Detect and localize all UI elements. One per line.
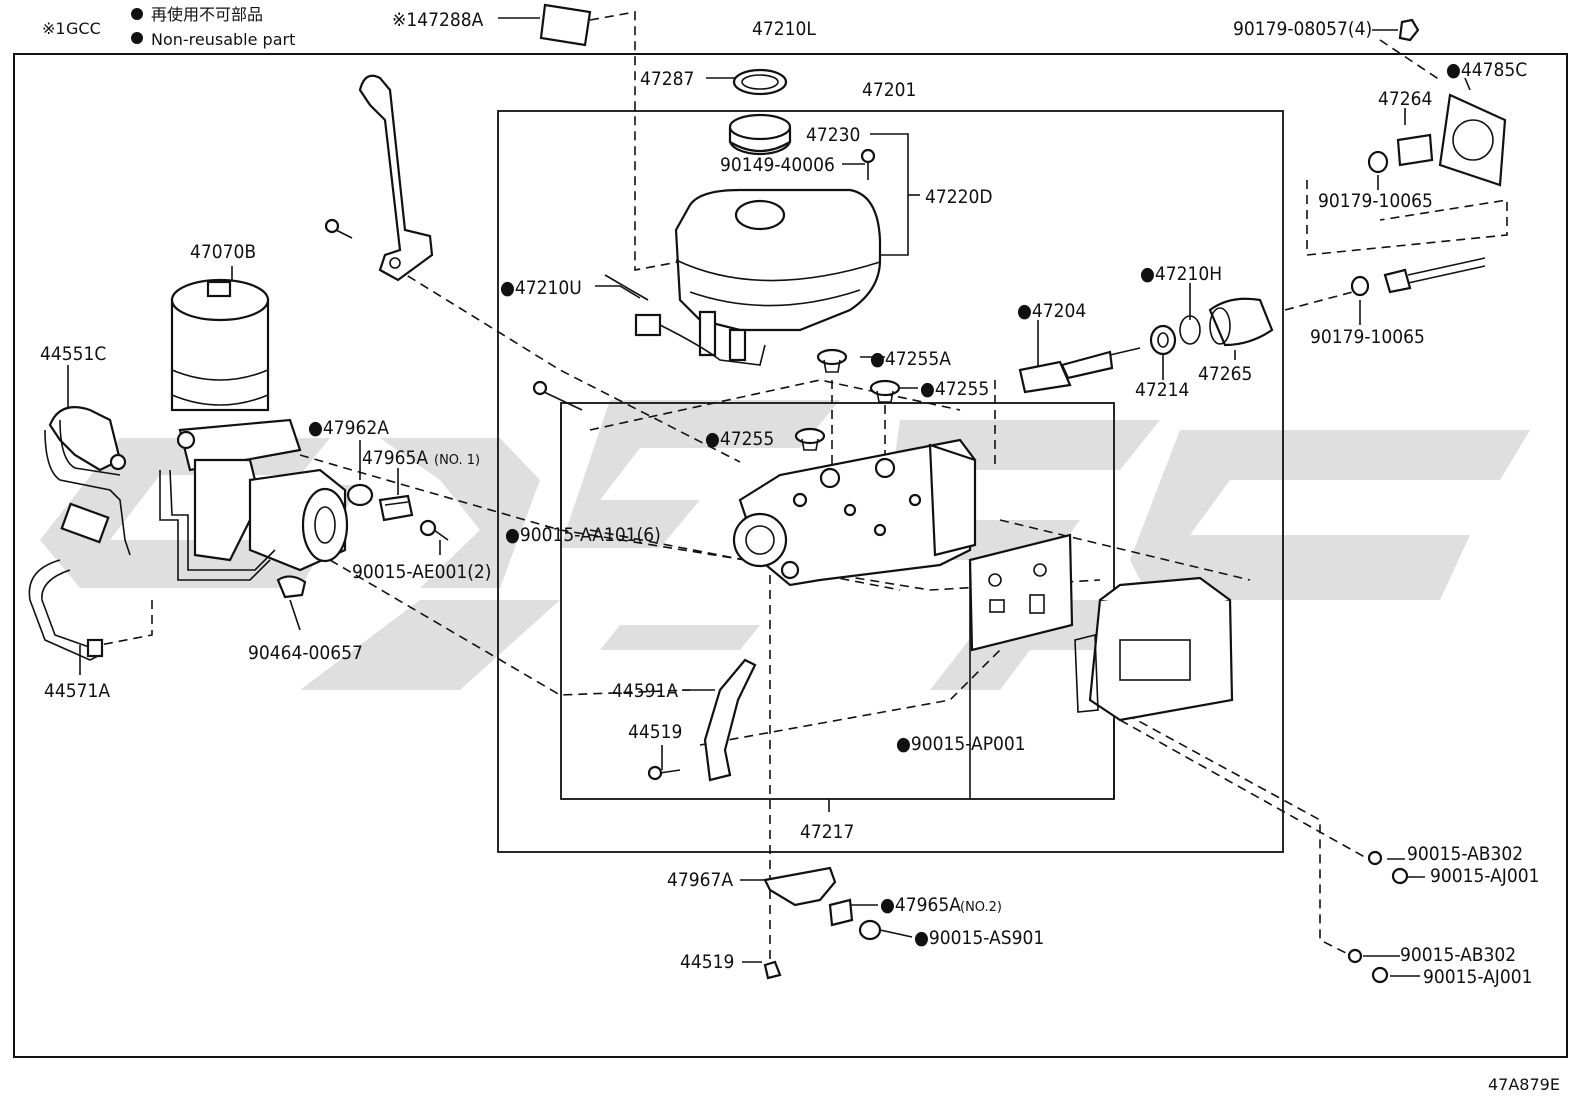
label-47210l: 47210L xyxy=(752,18,816,40)
part-gasket-plate xyxy=(968,533,1074,652)
label-90015-ab302-lower: 90015-AB302 xyxy=(1400,944,1516,966)
part-44551c-pipe xyxy=(44,406,131,556)
part-47214-seal xyxy=(1149,324,1177,356)
label-47201: 47201 xyxy=(862,79,916,101)
label-47965a-no2-sub: (NO.2) xyxy=(960,900,1002,915)
part-90015-ae001-bolt xyxy=(419,519,449,541)
label-47965a-no1: 47965A xyxy=(362,447,428,469)
part-47965a-no1-connector xyxy=(378,494,414,522)
part-44519-bolt-1 xyxy=(647,765,681,781)
legend: ※1 GCC 再使用不可部品 Non-reusable part xyxy=(42,5,295,49)
label-90464-00657: 90464-00657 xyxy=(248,642,363,664)
part-47070b-accumulator xyxy=(170,278,302,472)
label-90179-10065-top: 90179-10065 xyxy=(1318,190,1433,212)
label-90015-ab302-upper: 90015-AB302 xyxy=(1407,843,1523,865)
figure-code: 47A879E xyxy=(1488,1075,1560,1094)
label-47288a: ※147288A xyxy=(392,9,484,31)
label-90015-aj001-upper: 90015-AJ001 xyxy=(1430,865,1539,887)
part-47230-reservoir-cap xyxy=(728,113,792,156)
label-47204: ●47204 xyxy=(1017,300,1086,322)
part-push-rod xyxy=(1350,257,1486,297)
part-90015-as901-ring xyxy=(858,919,882,941)
label-47210h: ●47210H xyxy=(1140,263,1222,285)
label-47255a: ●47255A xyxy=(870,348,951,370)
label-44551c: 44551C xyxy=(40,343,106,365)
label-44519-lower: 44519 xyxy=(680,951,734,973)
label-90015-as901: ●90015-AS901 xyxy=(914,927,1044,949)
label-47214: 47214 xyxy=(1135,379,1189,401)
label-47265: 47265 xyxy=(1198,363,1252,385)
non-reusable-dot-icon xyxy=(131,32,143,44)
part-47210h-ring xyxy=(1179,315,1201,345)
dashed-guide-lines xyxy=(99,11,1508,960)
part-44519-bolt-2 xyxy=(763,960,782,980)
legend-note-mark: ※1 xyxy=(42,19,66,38)
label-90015-ae001: 90015-AE001(2) xyxy=(352,561,491,583)
part-47265-boot xyxy=(1208,297,1274,347)
part-90149-screw xyxy=(860,148,876,180)
label-47965a-no2: ●47965A xyxy=(880,894,961,916)
label-47287: 47287 xyxy=(640,68,694,90)
part-labels: ※147288A 47210L 90179-08057(4) ●44785C 4… xyxy=(40,9,1539,988)
part-44785c-gasket xyxy=(1438,93,1507,187)
part-47220d-reservoir xyxy=(674,188,882,362)
label-44519-upper: 44519 xyxy=(628,721,682,743)
part-47288a-label-plate xyxy=(539,3,592,47)
diagram-frame xyxy=(13,53,1568,1058)
label-90149-40006: 90149-40006 xyxy=(720,154,835,176)
part-47962a-ring xyxy=(346,483,374,507)
label-44785c: ●44785C xyxy=(1446,59,1527,81)
part-90179-08057-nut xyxy=(1398,18,1420,42)
part-47204-piston xyxy=(1018,347,1141,394)
part-90179-10065-nut-top xyxy=(1367,150,1389,174)
label-47967a: 47967A xyxy=(667,869,733,891)
label-47255-upper: ●47255 xyxy=(920,378,989,400)
label-47255-lower: ●47255 xyxy=(705,428,774,450)
legend-note-text: GCC xyxy=(66,19,101,38)
label-47070b: 47070B xyxy=(190,241,256,263)
label-47962a: ●47962A xyxy=(308,417,389,439)
label-47965a-no1-sub: (NO. 1) xyxy=(434,453,480,468)
part-bolt-top-left xyxy=(324,218,353,239)
part-master-cylinder-body xyxy=(732,438,977,587)
label-47217: 47217 xyxy=(800,821,854,843)
label-90179-10065-bottom: 90179-10065 xyxy=(1310,326,1425,348)
part-47264-block xyxy=(1396,133,1434,167)
label-90015-aj001-lower: 90015-AJ001 xyxy=(1423,966,1532,988)
part-47255-plug-lower xyxy=(794,427,826,451)
part-abs-actuator xyxy=(1074,576,1234,722)
assembly-box-47201 xyxy=(497,110,1284,853)
part-90015-ab302-bolts xyxy=(1347,850,1409,984)
part-pump-tubes xyxy=(109,430,276,581)
label-90179-08057: 90179-08057(4) xyxy=(1233,18,1372,40)
part-44571a-pipe xyxy=(28,559,104,661)
label-44591a: 44591A xyxy=(612,680,678,702)
legend-jp-text: 再使用不可部品 xyxy=(151,5,263,24)
label-47230: 47230 xyxy=(806,124,860,146)
label-44571a: 44571A xyxy=(44,680,110,702)
part-pump-motor xyxy=(193,458,349,572)
part-47965a-no2-connector xyxy=(828,898,854,927)
part-90015-aa101-bolt xyxy=(532,380,583,411)
label-90015-ap001: ●90015-AP001 xyxy=(896,733,1026,755)
part-47255a-plug xyxy=(816,348,848,373)
label-47210u: ●47210U xyxy=(500,277,582,299)
label-47220d: 47220D xyxy=(925,186,993,208)
part-47210u-sensor xyxy=(604,274,766,366)
part-47287-gasket xyxy=(732,68,788,96)
part-90464-clamp xyxy=(276,575,307,599)
part-47967a-bracket xyxy=(763,866,837,907)
part-44591a-bracket xyxy=(703,658,757,782)
label-90015-aa101: ●90015-AA101(6) xyxy=(505,524,661,546)
part-47255-plug xyxy=(869,379,901,403)
label-47264: 47264 xyxy=(1378,88,1432,110)
part-bracket-top xyxy=(358,74,434,282)
legend-en-text: Non-reusable part xyxy=(151,30,295,49)
non-reusable-dot-icon xyxy=(131,8,143,20)
